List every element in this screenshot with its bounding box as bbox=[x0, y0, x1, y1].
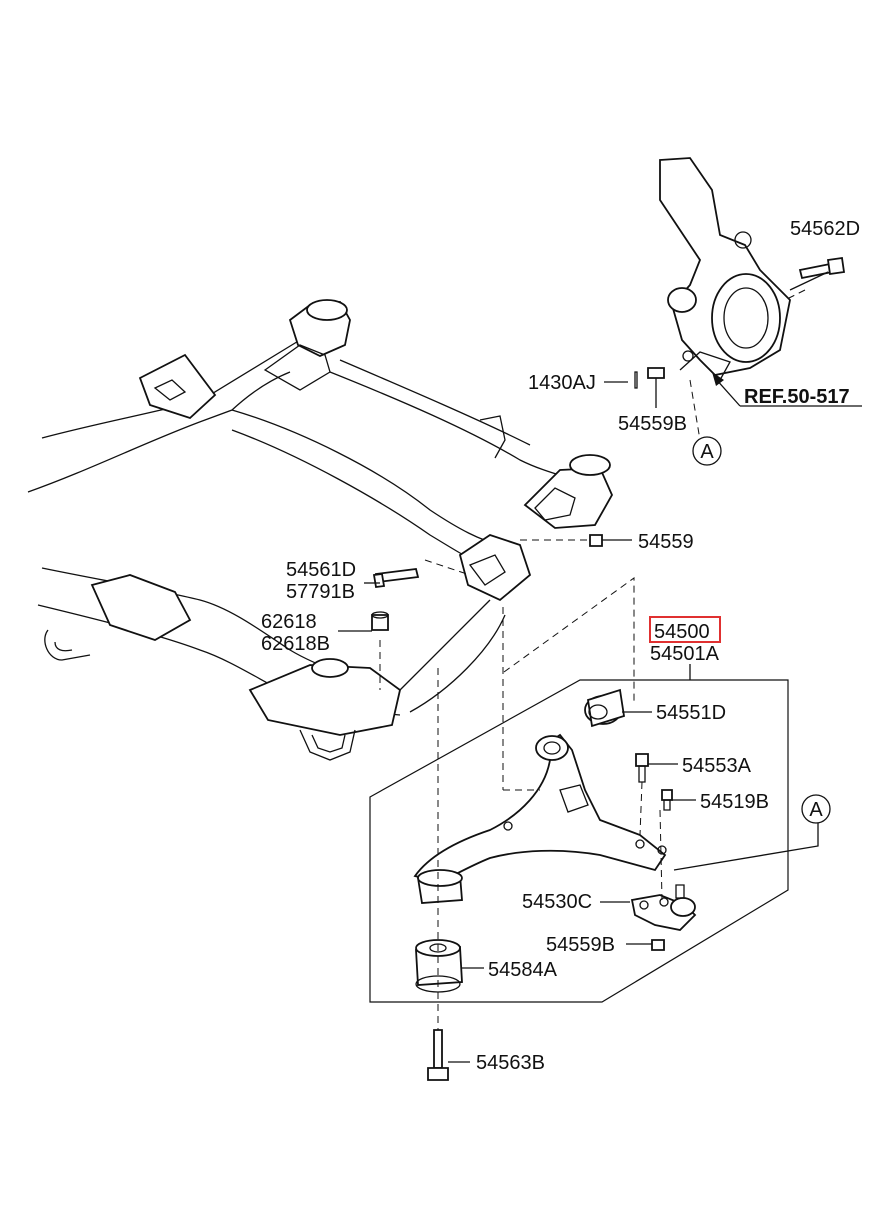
label-54559B-bottom[interactable]: 54559B bbox=[546, 934, 615, 956]
label-1430AJ[interactable]: 1430AJ bbox=[528, 372, 596, 394]
leader-lines bbox=[338, 271, 862, 1063]
lower-control-arm-drawing bbox=[371, 256, 846, 1081]
label-54553A[interactable]: 54553A bbox=[682, 755, 752, 777]
callout-letter-top: A bbox=[700, 441, 714, 463]
label-62618B[interactable]: 62618B bbox=[261, 633, 330, 655]
assembly-frame bbox=[369, 664, 789, 1003]
label-57791B[interactable]: 57791B bbox=[286, 581, 355, 603]
label-54501A[interactable]: 54501A bbox=[650, 643, 720, 665]
label-54559[interactable]: 54559 bbox=[638, 531, 694, 553]
label-54584A[interactable]: 54584A bbox=[488, 959, 558, 981]
label-54559B-top[interactable]: 54559B bbox=[618, 413, 687, 435]
label-54530C[interactable]: 54530C bbox=[522, 891, 592, 913]
highlight-box-54500 bbox=[649, 616, 721, 643]
dashed-guide-lines bbox=[379, 289, 806, 1030]
label-54519B[interactable]: 54519B bbox=[700, 791, 769, 813]
ref-label[interactable]: REF.50-517 bbox=[744, 386, 850, 408]
callout-letter-bottom: A bbox=[809, 799, 823, 821]
label-54562D[interactable]: 54562D bbox=[790, 218, 860, 240]
label-54551D[interactable]: 54551D bbox=[656, 702, 726, 724]
label-54561D[interactable]: 54561D bbox=[286, 559, 356, 581]
label-62618[interactable]: 62618 bbox=[261, 611, 317, 633]
subframe-drawing bbox=[27, 299, 614, 761]
steering-knuckle-drawing bbox=[659, 157, 791, 381]
label-54563B[interactable]: 54563B bbox=[476, 1052, 545, 1074]
callout-a-bottom bbox=[801, 794, 831, 824]
label-54500[interactable]: 54500 bbox=[654, 621, 710, 643]
callout-a-top bbox=[692, 436, 722, 466]
